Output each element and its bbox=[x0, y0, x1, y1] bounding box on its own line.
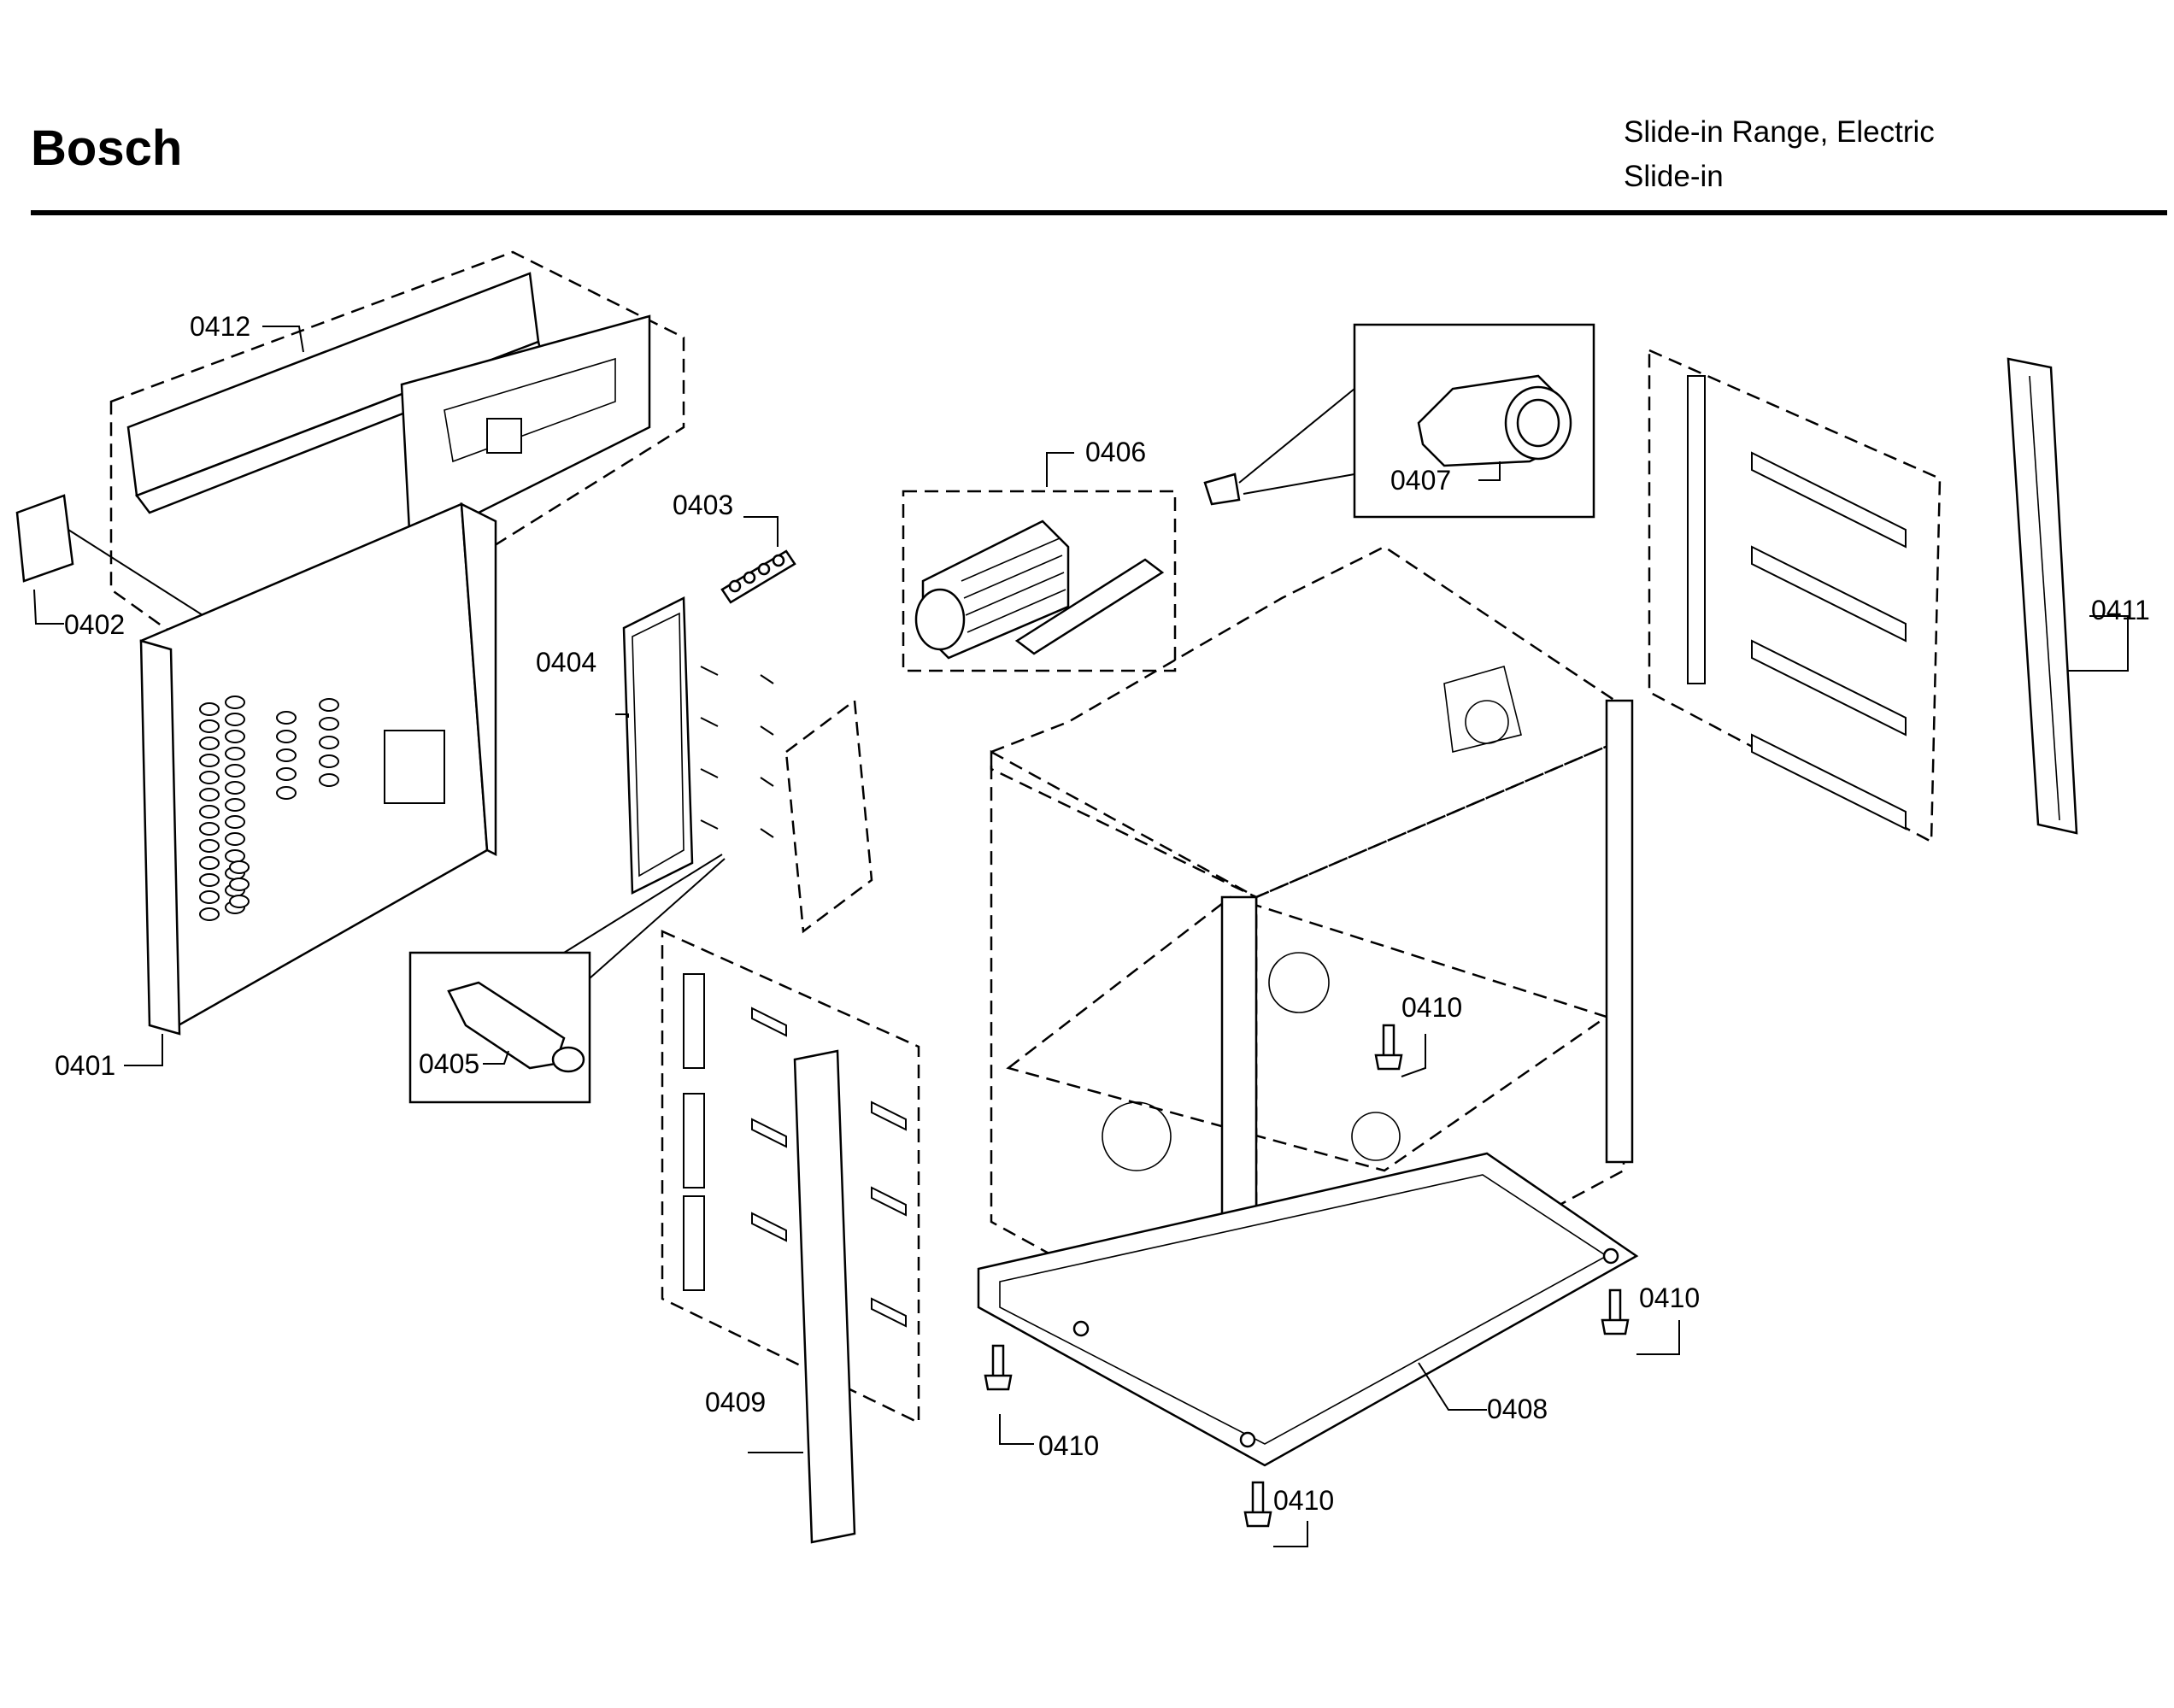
vent-slot bbox=[199, 856, 220, 870]
part-0409-side-panel bbox=[661, 930, 920, 1424]
vent-slot bbox=[225, 747, 245, 760]
label-0402: 0402 bbox=[64, 609, 125, 640]
vent-slot bbox=[319, 773, 339, 787]
vent-slot bbox=[199, 737, 220, 750]
model-type-line1: Slide-in Range, Electric bbox=[1624, 115, 1935, 149]
vent-slot bbox=[199, 907, 220, 921]
part-labels: 0412 0402 0403 0404 0406 0407 0411 0401 … bbox=[55, 311, 2150, 1516]
panel-slot bbox=[1751, 545, 1907, 643]
label-0407: 0407 bbox=[1390, 465, 1451, 496]
label-0411: 0411 bbox=[2091, 595, 2150, 625]
vent-slot bbox=[225, 849, 245, 863]
label-0410-d: 0410 bbox=[1273, 1485, 1334, 1516]
model-type-line2: Slide-in bbox=[1624, 160, 1724, 193]
vent-slot bbox=[276, 730, 297, 743]
part-0408-oven-chassis bbox=[977, 545, 1639, 1467]
part-0401-side-panel bbox=[139, 502, 497, 1036]
panel-slot bbox=[751, 1212, 787, 1242]
label-0404: 0404 bbox=[536, 647, 596, 678]
vent-slot bbox=[276, 767, 297, 781]
panel-slot bbox=[751, 1118, 787, 1148]
vent-slot bbox=[199, 839, 220, 853]
vent-slot bbox=[319, 717, 339, 731]
screw-0410 bbox=[1374, 1024, 1403, 1071]
part-0409-trim-strip bbox=[793, 1049, 856, 1544]
panel-slot bbox=[751, 1007, 787, 1037]
vent-slot bbox=[319, 754, 339, 768]
label-0403: 0403 bbox=[673, 490, 733, 520]
part-0403-terminal-block bbox=[720, 549, 796, 604]
vent-slot bbox=[199, 890, 220, 904]
part-0406-cooling-fan bbox=[902, 490, 1177, 672]
panel-slot bbox=[1751, 639, 1907, 737]
vent-slot bbox=[199, 873, 220, 887]
panel-slot bbox=[683, 973, 705, 1069]
vent-slot bbox=[225, 696, 245, 709]
vent-slot bbox=[225, 781, 245, 795]
label-0401: 0401 bbox=[55, 1050, 115, 1081]
vent-slot bbox=[225, 713, 245, 726]
vent-slot bbox=[225, 832, 245, 846]
vent-slot bbox=[229, 895, 250, 908]
panel-slot bbox=[683, 1093, 705, 1189]
header-rule bbox=[31, 210, 2167, 215]
part-0405-detail-box bbox=[408, 854, 726, 1104]
label-0410-a: 0410 bbox=[1401, 992, 1462, 1023]
vent-slot bbox=[229, 860, 250, 874]
panel-slot bbox=[1687, 375, 1706, 684]
vent-slot bbox=[319, 736, 339, 749]
part-0412-rear-top-panel bbox=[109, 250, 685, 634]
part-0404-control-board bbox=[622, 596, 873, 934]
vent-slot bbox=[276, 786, 297, 800]
label-0406: 0406 bbox=[1085, 437, 1146, 467]
screw-0410 bbox=[984, 1344, 1013, 1391]
panel-slot bbox=[1751, 733, 1907, 831]
part-0410-screws bbox=[984, 1024, 1630, 1528]
label-0405: 0405 bbox=[419, 1048, 479, 1079]
panel-slot bbox=[871, 1186, 907, 1217]
panel-slot bbox=[683, 1195, 705, 1291]
vent-slot bbox=[199, 788, 220, 801]
label-0412: 0412 bbox=[190, 311, 250, 342]
panel-slot bbox=[871, 1101, 907, 1131]
panel-slot bbox=[871, 1297, 907, 1328]
vent-slot bbox=[225, 730, 245, 743]
label-0409: 0409 bbox=[705, 1387, 766, 1417]
part-0407-thermostat-box bbox=[1203, 323, 1595, 519]
part-right-side-panel bbox=[1648, 349, 1942, 844]
vent-slot bbox=[199, 702, 220, 716]
vent-slot bbox=[225, 764, 245, 778]
vent-slot bbox=[199, 805, 220, 819]
brand-title: Bosch bbox=[31, 120, 183, 176]
vent-slot bbox=[225, 815, 245, 829]
vent-slot bbox=[199, 771, 220, 784]
label-0408: 0408 bbox=[1487, 1394, 1548, 1424]
screw-0410 bbox=[1243, 1481, 1272, 1528]
vent-slot bbox=[199, 719, 220, 733]
vent-slot bbox=[319, 698, 339, 712]
part-0411-side-rail bbox=[2007, 357, 2078, 835]
leader-lines bbox=[33, 326, 2129, 1547]
vent-slot bbox=[229, 877, 250, 891]
vent-slot bbox=[276, 711, 297, 725]
vent-slot bbox=[199, 754, 220, 767]
vent-slot bbox=[276, 748, 297, 762]
vent-slot bbox=[225, 798, 245, 812]
vent-slot bbox=[199, 822, 220, 836]
label-0410-b: 0410 bbox=[1639, 1282, 1700, 1313]
screw-0410 bbox=[1601, 1288, 1630, 1335]
label-0410-c: 0410 bbox=[1038, 1430, 1099, 1461]
panel-slot bbox=[1751, 451, 1907, 549]
